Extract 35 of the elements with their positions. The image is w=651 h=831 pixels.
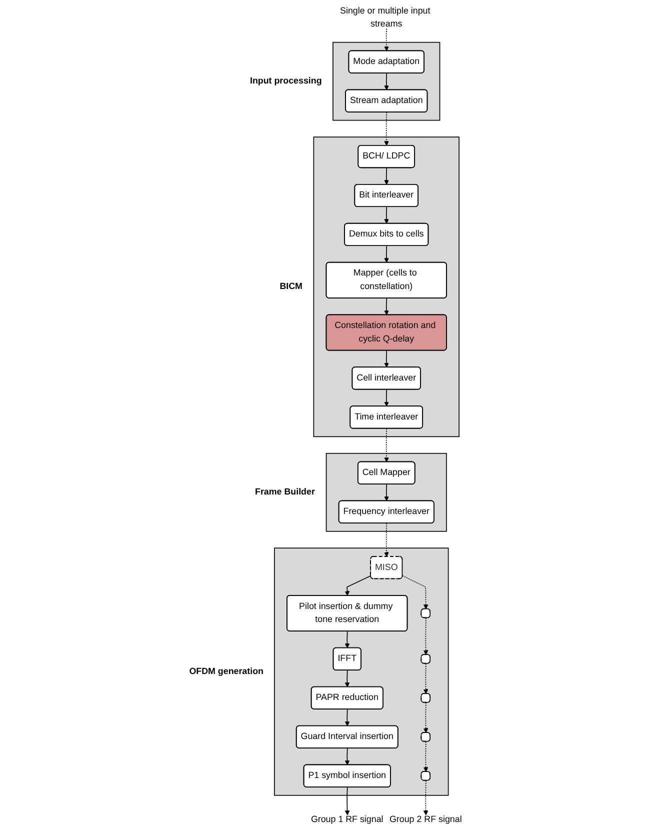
arrow <box>384 298 389 316</box>
arrow <box>344 786 350 816</box>
node-label: Input processing <box>250 76 322 86</box>
arrow <box>402 575 428 610</box>
arrow <box>384 389 389 407</box>
node-text: Single or multiple input streams <box>340 6 430 29</box>
arrow <box>423 663 428 694</box>
node-label: OFDM generation <box>189 666 264 676</box>
node-label: Frame Builder <box>254 487 315 497</box>
arrow <box>344 708 350 726</box>
arrow <box>423 618 428 655</box>
arrow <box>384 206 389 224</box>
arrow <box>384 112 389 146</box>
cluster <box>332 42 440 121</box>
arrow <box>384 522 389 557</box>
arrow <box>344 670 350 688</box>
arrow <box>384 168 389 185</box>
arrow <box>423 741 428 772</box>
node-text: Group 2 RF signal <box>389 814 462 824</box>
arrow <box>344 748 350 766</box>
node-text: Group 1 RF signal <box>310 814 384 824</box>
arrow <box>384 484 389 502</box>
arrow <box>344 630 350 648</box>
cluster <box>313 136 460 438</box>
arrow <box>423 702 428 733</box>
cluster <box>274 548 449 796</box>
arrow <box>344 575 372 596</box>
cluster <box>326 452 447 532</box>
arrow <box>384 428 389 462</box>
arrow <box>384 28 389 52</box>
arrow <box>423 780 428 816</box>
arrow <box>384 350 389 368</box>
arrow <box>384 72 389 90</box>
arrow <box>384 245 389 263</box>
node-label: BICM <box>280 282 302 292</box>
